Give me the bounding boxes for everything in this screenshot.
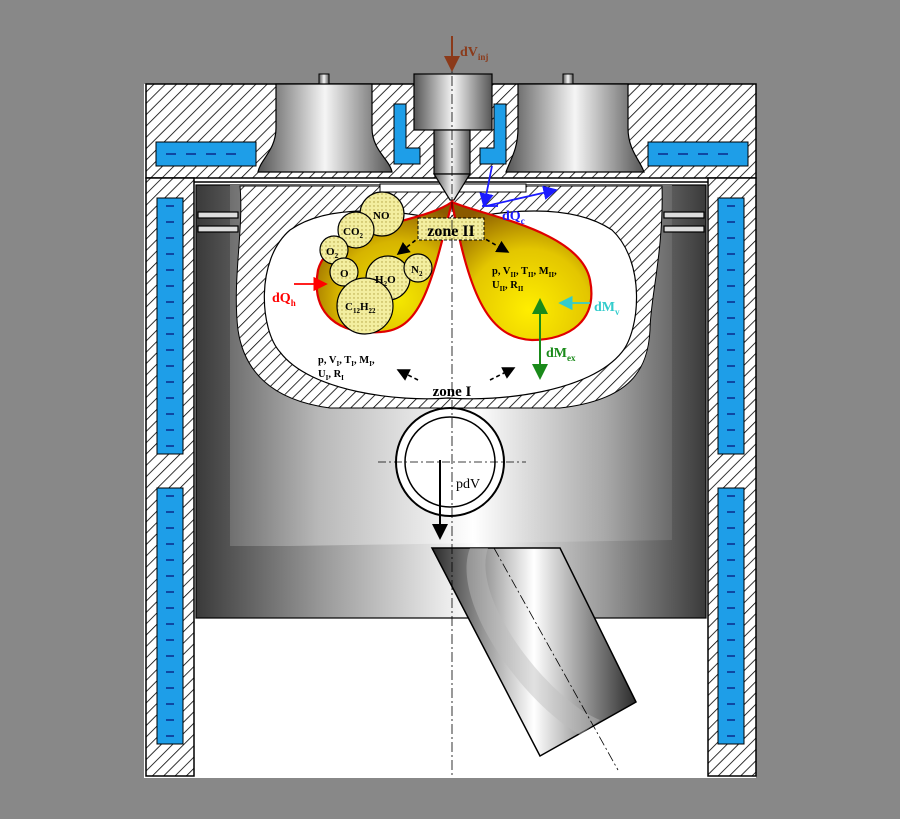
coolant-wall-left-upper <box>156 197 184 455</box>
zone-1-state: p, VI, TI, MI, UI, RI <box>318 355 375 382</box>
svg-text:H2O: H2O <box>375 274 396 288</box>
dmv-label: dMv <box>594 300 620 317</box>
rod-highlight <box>466 548 600 735</box>
zone-2-state: p, VII, TII, MII, UII, RII <box>492 266 557 293</box>
wall-coolant-dashes <box>166 205 735 737</box>
fuel-injector <box>413 73 493 201</box>
exhaust-valve <box>505 73 645 173</box>
svg-text:p, VI, TI, MI,: p, VI, TI, MI, <box>318 355 375 368</box>
species-n2 <box>403 253 433 283</box>
rod-centerline <box>493 547 619 771</box>
coolant-wall-right-upper <box>717 197 745 455</box>
piston-rings <box>197 211 705 233</box>
svg-text:C12H22: C12H22 <box>345 301 376 315</box>
species-c12h22 <box>336 277 394 335</box>
svg-text:N2: N2 <box>411 264 423 278</box>
species-bubbles <box>319 191 433 335</box>
dvinj-label: dVinj <box>460 45 488 62</box>
species-labels: NO CO2 O2 O H2O N2 C12H22 <box>326 210 423 315</box>
dqc-label: dQc <box>502 209 525 226</box>
zone-2-right-plume <box>450 200 593 342</box>
zone-2-label-box <box>417 217 485 241</box>
svg-text:CO2: CO2 <box>343 226 364 240</box>
coolant-wall-right-lower <box>717 487 745 745</box>
zone-1-arrow-right <box>489 367 516 381</box>
spray-arrow-left <box>396 235 422 255</box>
connecting-rod <box>430 547 637 758</box>
dqh-label: dQh <box>272 291 296 308</box>
svg-text:p, VII, TII, MII,: p, VII, TII, MII, <box>492 266 557 279</box>
intake-valve <box>257 73 393 173</box>
svg-text:UII, RII: UII, RII <box>492 280 524 293</box>
species-o <box>329 257 359 287</box>
svg-text:O: O <box>340 268 349 280</box>
dqc-arrow-right <box>485 185 558 207</box>
svg-text:NO: NO <box>373 210 390 222</box>
zone-2-label: zone II <box>427 223 475 240</box>
pdv-label: pdV <box>456 477 480 492</box>
coolant-injector-left <box>393 103 421 165</box>
dmex-label: dMex <box>546 346 576 363</box>
coolant-injector-right <box>479 103 507 165</box>
svg-text:O2: O2 <box>326 246 339 260</box>
svg-text:UI, RI: UI, RI <box>318 369 344 382</box>
species-co2 <box>337 211 375 249</box>
coolant-jackets <box>155 103 749 745</box>
zone-1-arrow-left <box>396 369 419 381</box>
dqc-arrow-up <box>479 165 494 208</box>
coolant-wall-left-lower <box>156 487 184 745</box>
spray-arrow-right <box>479 235 510 253</box>
